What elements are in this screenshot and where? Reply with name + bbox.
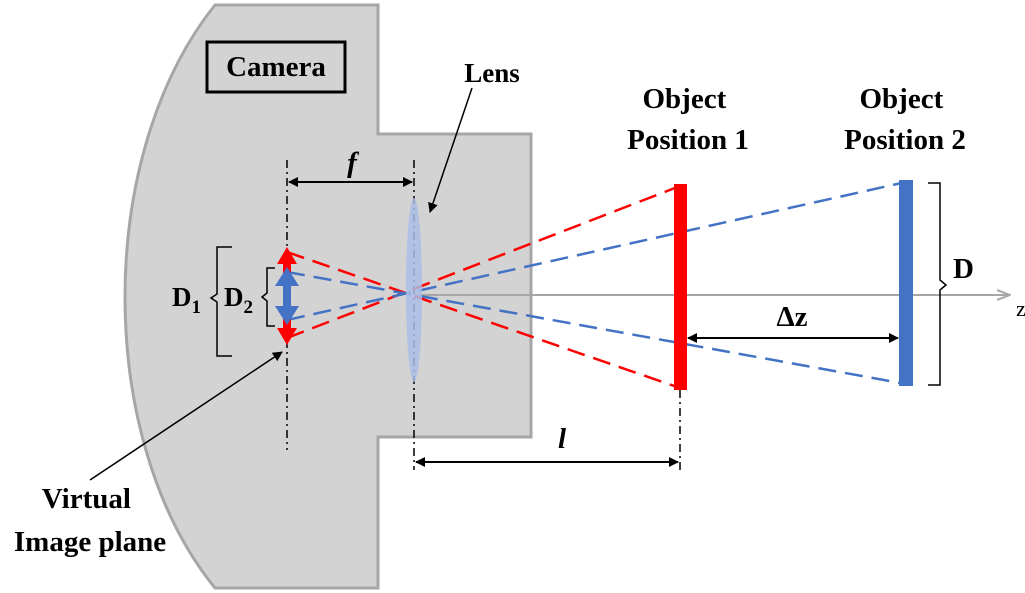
rays-position-1 [286, 184, 681, 390]
camera-body [123, 3, 533, 590]
object-position-1 [674, 184, 687, 390]
lens [406, 198, 422, 382]
lens-pointer [428, 87, 473, 213]
bracket-d2 [260, 267, 275, 327]
object-position-1-label: Object Position 1 [627, 83, 749, 156]
distance-l-label: l [558, 423, 567, 455]
axis-label: z [1016, 296, 1025, 321]
d2-label: D2 [224, 282, 253, 318]
lens-label: Lens [464, 58, 520, 88]
virtual-image-plane-label: Virtual Image plane [14, 483, 166, 558]
image-arrow-position-2 [275, 267, 299, 325]
object-position-2 [899, 180, 913, 386]
delta-z-label: Δz [776, 301, 807, 333]
rays-position-2 [286, 180, 907, 386]
camera-label-box [205, 40, 347, 94]
object-position-2-label: Object Position 2 [844, 83, 966, 156]
d1-label: D1 [172, 282, 201, 318]
object-size-label: D [953, 253, 974, 285]
image-plane-pointer [89, 351, 283, 481]
bracket-d1 [209, 246, 232, 357]
camera-label: Camera [226, 51, 326, 83]
bracket-d [928, 182, 948, 386]
